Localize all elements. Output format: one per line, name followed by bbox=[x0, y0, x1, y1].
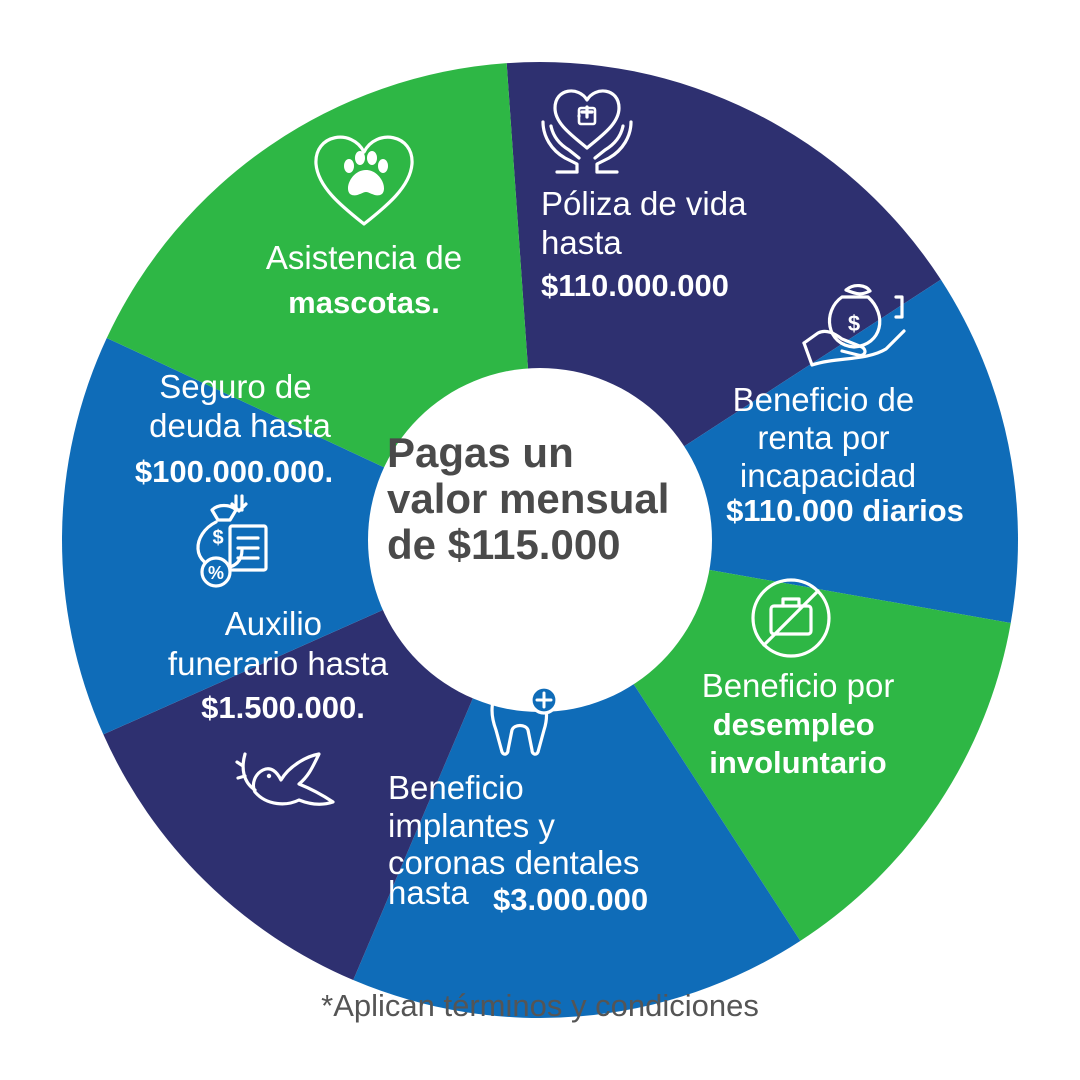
desempleo-line-1: Beneficio por bbox=[702, 667, 895, 704]
deuda-line-2: deuda hasta bbox=[149, 407, 331, 444]
desempleo-bold-1: desempleo bbox=[713, 707, 875, 742]
segment-funerario-content: Auxilio funerario hasta $1.500.000. bbox=[168, 605, 389, 806]
svg-text:%: % bbox=[208, 563, 224, 583]
funerario-line-1: Auxilio bbox=[225, 605, 322, 642]
svg-text:$: $ bbox=[212, 527, 223, 549]
renta-amount: $110.000 bbox=[726, 493, 854, 528]
hand-money-bag-icon: $ bbox=[802, 284, 906, 367]
mascotas-bold-1: mascotas. bbox=[288, 285, 440, 320]
svg-text:$: $ bbox=[848, 311, 860, 336]
dental-line-3: coronas dentales bbox=[388, 844, 639, 881]
segment-renta-content: $ Beneficio de renta por incapacidad $11… bbox=[726, 284, 964, 528]
poliza-line-1: Póliza de vida bbox=[541, 185, 747, 222]
funerario-line-2: funerario hasta bbox=[168, 645, 389, 682]
terms-footnote: *Aplican términos y condiciones bbox=[321, 988, 759, 1023]
dental-line-4: hasta bbox=[388, 874, 469, 911]
desempleo-bold-2: involuntario bbox=[709, 745, 886, 780]
segment-dental bbox=[353, 540, 801, 1018]
mascotas-line-1: Asistencia de bbox=[266, 239, 462, 276]
center-text: Pagas un valor mensual de $115.000 bbox=[387, 429, 681, 568]
segment-deuda bbox=[62, 337, 540, 735]
funerario-amount: $1.500.000. bbox=[201, 690, 365, 725]
svg-text:$110.000 diarios: $110.000 diarios bbox=[726, 493, 964, 528]
svg-text:desempleo involuntario: desempleo involuntario bbox=[709, 707, 886, 780]
center-circle bbox=[368, 368, 712, 712]
dental-amount: $3.000.000 bbox=[493, 882, 648, 917]
paw-heart-icon bbox=[314, 135, 414, 226]
svg-text:Beneficio de renta por: Beneficio de renta por incapacidad bbox=[733, 381, 924, 494]
segment-dental-content: Beneficio implantes y coronas dentales h… bbox=[388, 685, 649, 917]
tooth-plus-icon bbox=[490, 685, 559, 756]
renta-line-1: Beneficio de bbox=[733, 381, 915, 418]
deuda-line-1: Seguro de bbox=[159, 368, 311, 405]
dental-line-1: Beneficio bbox=[388, 769, 524, 806]
center-line-3: de $115.000 bbox=[387, 521, 621, 568]
dove-icon bbox=[235, 752, 335, 806]
dental-line-2: implantes y bbox=[388, 807, 555, 844]
no-briefcase-icon bbox=[751, 578, 831, 658]
svg-text:Póliza de vida hasta: Póliza de vida hasta bbox=[541, 185, 756, 261]
money-bag-document-icon: $ % bbox=[196, 494, 268, 588]
segment-mascotas-content: Asistencia de mascotas. bbox=[266, 135, 462, 320]
center-line-2: valor mensual bbox=[387, 475, 669, 522]
hands-heart-icon bbox=[541, 89, 633, 174]
svg-text:Beneficio implantes y: Beneficio implantes y coronas dentales h… bbox=[388, 769, 649, 911]
segment-desempleo-content: Beneficio por desempleo involuntario bbox=[702, 578, 895, 780]
poliza-amount: $110.000.000 bbox=[541, 268, 729, 303]
poliza-line-2: hasta bbox=[541, 224, 622, 261]
deuda-amount: $100.000.000. bbox=[135, 454, 333, 489]
renta-line-2: renta por bbox=[757, 419, 889, 456]
segment-deuda-content: Seguro de deuda hasta $100.000.000. $ % bbox=[135, 368, 333, 588]
segment-poliza-content: Póliza de vida hasta $110.000.000 bbox=[541, 89, 756, 303]
renta-line-3: incapacidad bbox=[740, 457, 916, 494]
center-line-1: Pagas un bbox=[387, 429, 574, 476]
svg-text:Seguro de deuda hasta: Seguro de deuda hasta bbox=[149, 368, 331, 444]
svg-text:Auxilio funerario hasta: Auxilio funerario hasta bbox=[168, 605, 389, 682]
renta-suffix: diarios bbox=[862, 493, 964, 528]
